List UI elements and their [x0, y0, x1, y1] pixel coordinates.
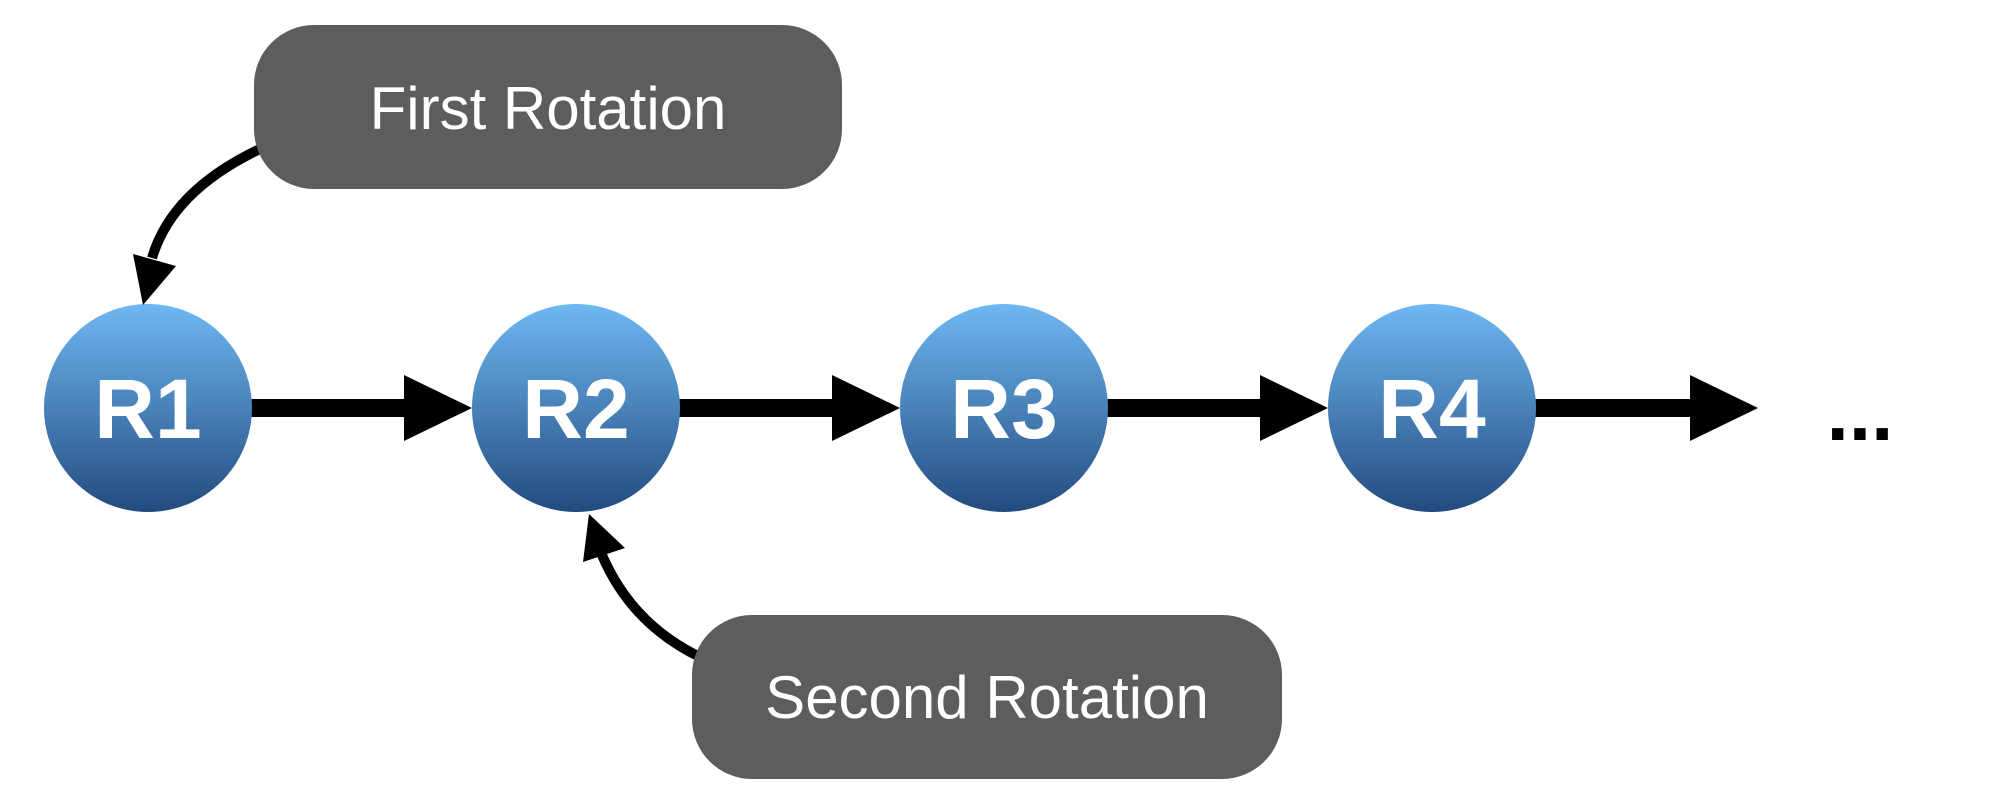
callout-second-label: Second Rotation — [765, 664, 1209, 731]
node-r2-label: R2 — [522, 362, 629, 456]
node-r2: R2 — [472, 304, 680, 512]
callout-first-connector — [147, 143, 265, 260]
flow-arrow-r2-r3 — [678, 375, 900, 441]
callout-second-arrowhead — [583, 514, 625, 562]
flow-arrow-r1-r2 — [250, 375, 472, 441]
callout-first-arrowhead — [133, 254, 176, 305]
callout-first-label: First Rotation — [370, 75, 727, 142]
callout-first-rotation: First Rotation — [133, 25, 842, 305]
callout-second-rotation: Second Rotation — [583, 514, 1282, 779]
callout-second-connector — [597, 553, 705, 663]
flow-arrow-r4-next — [1534, 375, 1758, 441]
flow-arrow-r3-r4 — [1106, 375, 1328, 441]
node-r1: R1 — [44, 304, 252, 512]
node-r1-label: R1 — [94, 362, 201, 456]
node-r4: R4 — [1328, 304, 1536, 512]
ellipsis-continuation: ... — [1827, 368, 1894, 457]
node-r3-label: R3 — [950, 362, 1057, 456]
node-r3: R3 — [900, 304, 1108, 512]
node-r4-label: R4 — [1378, 362, 1486, 456]
